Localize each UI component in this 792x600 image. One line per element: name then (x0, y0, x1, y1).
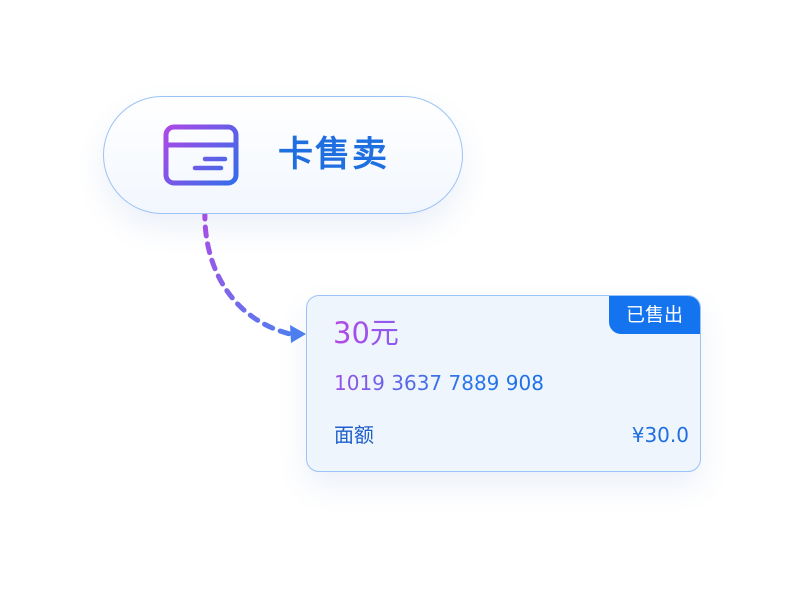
gift-card-item[interactable]: 已售出 30元 1019 3637 7889 908 面额 ¥30.0 (306, 295, 701, 472)
credit-card-icon (163, 124, 239, 186)
card-number: 1019 3637 7889 908 (334, 368, 544, 398)
sold-status-badge: 已售出 (609, 296, 700, 334)
face-value-label: 面额 (334, 423, 374, 447)
connector-dash-path (202, 207, 293, 337)
card-sale-label: 卡售卖 (278, 135, 390, 175)
card-sale-node[interactable]: 卡售卖 (103, 96, 463, 214)
arrowhead-icon (290, 325, 306, 343)
card-price: ¥30.0 (631, 423, 689, 447)
card-amount: 30元 (333, 313, 399, 353)
